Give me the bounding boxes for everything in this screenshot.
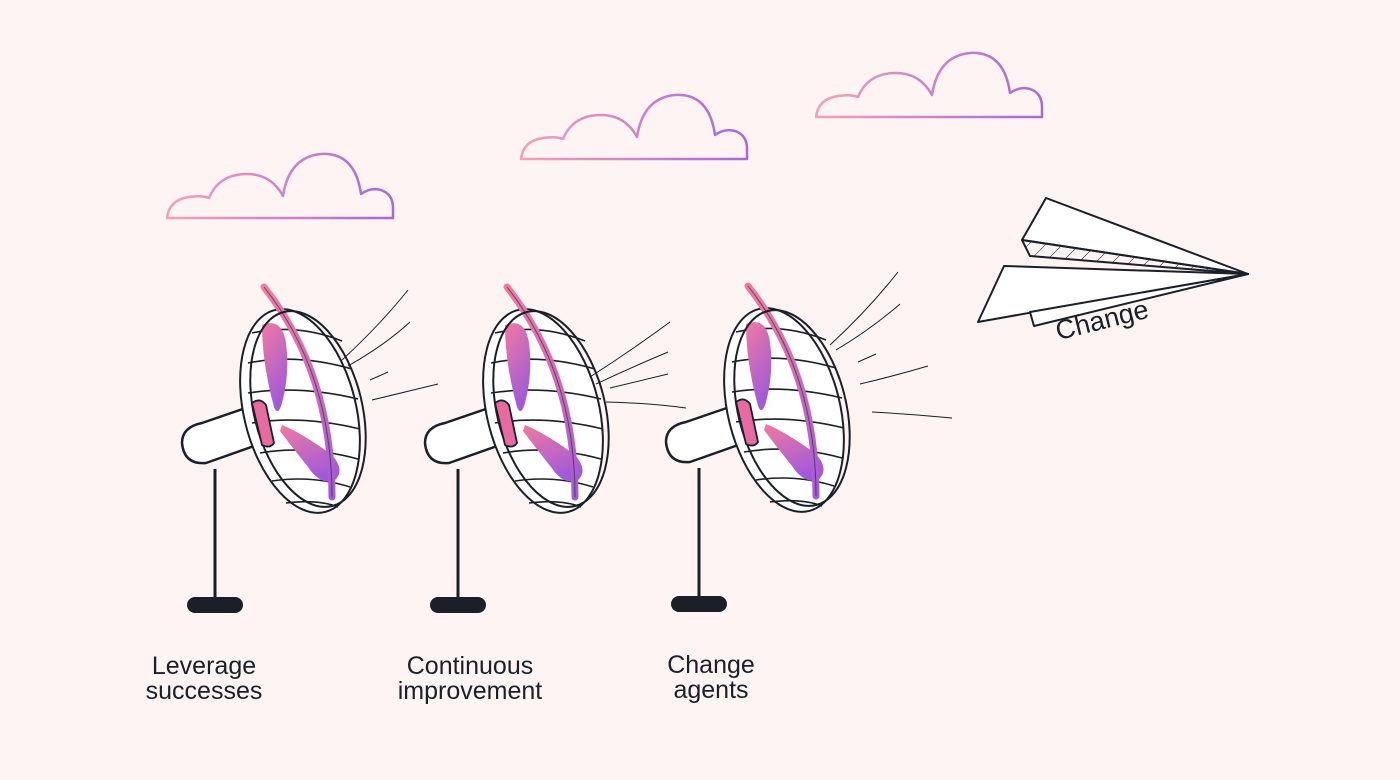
label-line: Change: [667, 651, 755, 679]
cloud-icon: [165, 152, 395, 220]
fan-label-change-agents: Change agents: [601, 653, 821, 703]
paper-plane-icon: [977, 197, 1249, 327]
fan-icon: [182, 287, 385, 613]
fan-label-leverage-successes: Leverage successes: [94, 654, 314, 704]
fan-icon: [666, 286, 869, 612]
label-line: improvement: [397, 677, 543, 705]
fan-icon: [425, 287, 628, 613]
label-line: agents: [673, 676, 749, 704]
fan-label-continuous-improvement: Continuous improvement: [360, 654, 580, 704]
cloud-icon: [519, 93, 749, 161]
wind-lines: [341, 271, 953, 419]
label-line: successes: [145, 677, 263, 705]
label-line: Continuous: [406, 652, 534, 680]
cloud-icon: [814, 51, 1044, 119]
label-line: Leverage: [151, 652, 257, 680]
